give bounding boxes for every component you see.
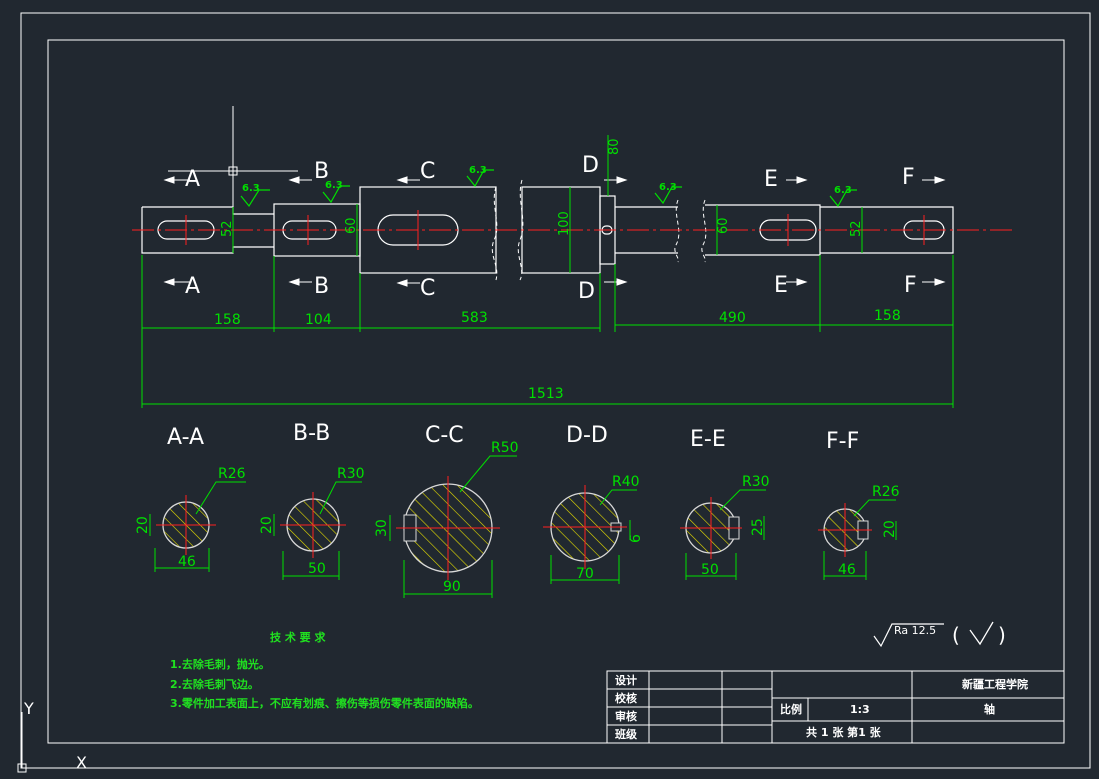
section-label-a-bottom: A bbox=[185, 274, 200, 299]
section-label-b-top: B bbox=[314, 159, 329, 184]
width-b: 50 bbox=[308, 561, 326, 577]
section-dimension-text: R26 R30 R50 R40 R30 R26 46 50 90 70 50 4… bbox=[135, 440, 900, 595]
tech-item-3: 3.零件加工表面上，不应有划痕、擦伤等损伤零件表面的缺陷。 bbox=[170, 696, 479, 710]
section-title-d: D-D bbox=[566, 423, 608, 448]
width-a: 46 bbox=[178, 554, 196, 570]
tech-item-1: 1.去除毛刺，抛光。 bbox=[170, 657, 270, 671]
section-label-d-bottom: D bbox=[578, 279, 595, 304]
diameter-dimension-lines bbox=[232, 135, 863, 273]
dia-a: 52 bbox=[220, 220, 235, 237]
length-104: 104 bbox=[305, 312, 332, 328]
technical-requirements: 技 术 要 求 1.去除毛刺，抛光。 2.去除毛刺飞边。 3.零件加工表面上，不… bbox=[170, 630, 479, 710]
section-titles: A-A B-B C-C D-D E-E F-F bbox=[167, 421, 859, 454]
roughness-paren-close: ) bbox=[998, 623, 1006, 647]
title-block bbox=[606, 670, 1065, 744]
section-title-e: E-E bbox=[690, 427, 726, 452]
scale-value: 1:3 bbox=[850, 703, 870, 716]
dia-c: 100 bbox=[557, 211, 572, 236]
dia-f: 52 bbox=[849, 220, 864, 237]
dia-e: 60 bbox=[716, 217, 731, 234]
section-markers bbox=[163, 176, 946, 287]
length-total: 1513 bbox=[528, 386, 564, 402]
roughness-ra: Ra 12.5 bbox=[894, 624, 936, 637]
roughness-paren-open: ( bbox=[952, 623, 960, 647]
section-title-b: B-B bbox=[293, 421, 330, 446]
svg-text:6.3: 6.3 bbox=[242, 183, 260, 194]
label-check: 校核 bbox=[615, 691, 637, 705]
key-c: 30 bbox=[374, 519, 390, 537]
label-design: 设计 bbox=[615, 673, 637, 687]
section-title-c: C-C bbox=[425, 423, 464, 448]
radius-f: R26 bbox=[872, 484, 900, 500]
key-a: 20 bbox=[135, 516, 151, 534]
section-centerlines bbox=[156, 476, 872, 580]
radius-c: R50 bbox=[491, 440, 519, 456]
length-158-right: 158 bbox=[874, 308, 901, 324]
length-dimension-text: 158 104 583 490 158 1513 bbox=[214, 308, 901, 402]
sheet-info: 共 1 张 第1 张 bbox=[806, 725, 882, 739]
section-label-f-bottom: F bbox=[904, 273, 917, 298]
roughness-values: 6.3 6.3 6.3 6.3 6.3 bbox=[242, 165, 852, 196]
key-e: 25 bbox=[750, 518, 766, 536]
section-label-b-bottom: B bbox=[314, 274, 329, 299]
length-dimension-lines bbox=[141, 255, 954, 408]
section-label-a-top: A bbox=[185, 167, 200, 192]
radius-e: R30 bbox=[742, 474, 770, 490]
radius-b: R30 bbox=[337, 466, 365, 482]
width-e: 50 bbox=[701, 562, 719, 578]
key-d: 6 bbox=[628, 534, 644, 543]
tech-title: 技 术 要 求 bbox=[270, 630, 326, 644]
school-name: 新疆工程学院 bbox=[962, 677, 1028, 691]
svg-text:6.3: 6.3 bbox=[834, 185, 852, 196]
section-label-d-top: D bbox=[582, 153, 599, 178]
ucs-y-label: Y bbox=[23, 699, 34, 718]
keyway-centerlines bbox=[185, 210, 925, 250]
section-label-c-top: C bbox=[420, 159, 435, 184]
shaft-break-lines bbox=[491, 179, 707, 281]
diameter-dimension-text: 52 60 100 80 60 52 bbox=[220, 138, 864, 237]
svg-text:6.3: 6.3 bbox=[469, 165, 487, 176]
width-f: 46 bbox=[838, 562, 856, 578]
section-label-f-top: F bbox=[902, 165, 915, 190]
general-roughness: Ra 12.5 ( ) bbox=[873, 621, 1006, 648]
dia-d: 80 bbox=[607, 138, 622, 155]
label-class: 班级 bbox=[615, 727, 638, 741]
drawing-frame bbox=[20, 12, 1091, 769]
title-block-text: 设计 校核 审核 班级 新疆工程学院 比例 1:3 轴 共 1 张 第1 张 bbox=[615, 673, 1028, 741]
label-review: 审核 bbox=[615, 709, 637, 723]
part-name: 轴 bbox=[984, 702, 995, 716]
radius-d: R40 bbox=[612, 474, 640, 490]
key-f: 20 bbox=[882, 520, 898, 538]
section-letters: A A B B C C D D E E F F bbox=[185, 153, 917, 304]
roughness-symbols bbox=[240, 169, 857, 208]
svg-text:6.3: 6.3 bbox=[659, 182, 677, 193]
svg-text:6.3: 6.3 bbox=[325, 180, 343, 191]
key-b: 20 bbox=[259, 516, 275, 534]
section-title-a: A-A bbox=[167, 425, 204, 450]
radius-a: R26 bbox=[218, 466, 246, 482]
section-title-f: F-F bbox=[826, 429, 859, 454]
tech-item-2: 2.去除毛刺飞边。 bbox=[170, 677, 259, 691]
length-158-left: 158 bbox=[214, 312, 241, 328]
dia-b: 60 bbox=[344, 217, 359, 234]
section-label-c-bottom: C bbox=[420, 276, 435, 301]
ucs-axis-icon bbox=[17, 712, 70, 773]
section-label-e-bottom: E bbox=[774, 273, 788, 298]
width-d: 70 bbox=[576, 566, 594, 582]
length-490: 490 bbox=[719, 310, 746, 326]
section-label-e-top: E bbox=[764, 167, 778, 192]
width-c: 90 bbox=[443, 579, 461, 595]
scale-label: 比例 bbox=[780, 702, 802, 716]
ucs-x-label: X bbox=[76, 753, 87, 772]
section-dimension-lines bbox=[149, 455, 897, 598]
length-583: 583 bbox=[461, 310, 488, 326]
